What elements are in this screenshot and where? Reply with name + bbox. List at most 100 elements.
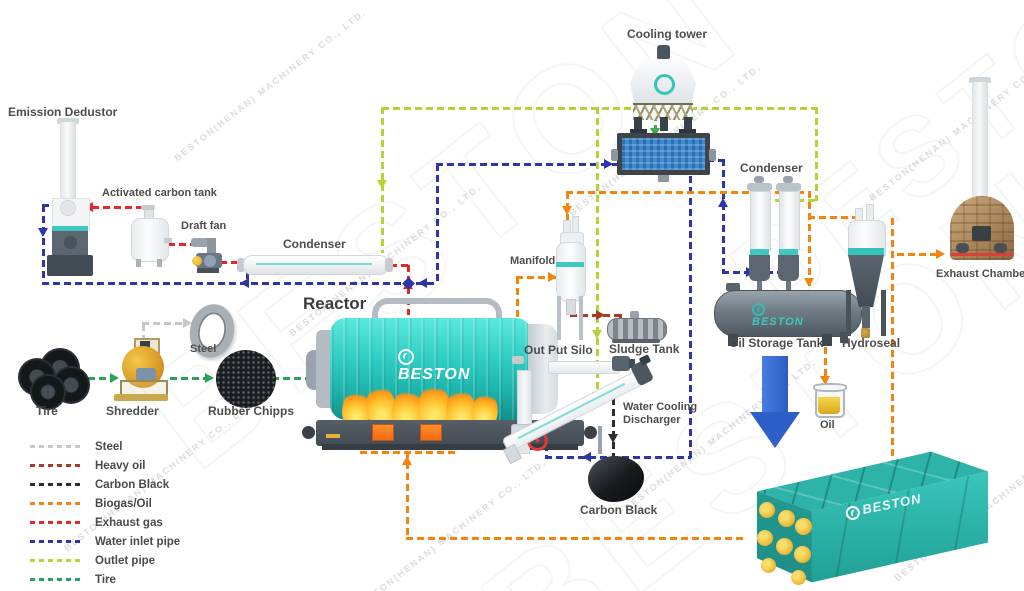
label-manifold: Manifold xyxy=(510,255,556,267)
pipe-tire xyxy=(272,377,312,380)
legend-dash-biogas-oil xyxy=(30,502,82,505)
label-water-cooling-discharger: Discharger xyxy=(623,414,681,426)
arrowhead xyxy=(804,278,814,287)
tower-logo-icon xyxy=(654,74,675,95)
label-exhaust-chamber: Exhaust Chamber xyxy=(936,268,1024,280)
burner-port xyxy=(761,558,776,573)
arrowhead xyxy=(402,456,412,465)
arrowhead xyxy=(582,452,591,462)
legend-label: Carbon Black xyxy=(95,478,170,491)
beston-circle-icon xyxy=(398,348,414,365)
burner-port xyxy=(795,518,812,535)
reactor-beston-logo: BESTON xyxy=(398,348,470,384)
carbon-black-lump xyxy=(588,456,644,502)
arrowhead xyxy=(604,159,613,169)
pipe-tire xyxy=(170,377,208,380)
label-out-put-silo: Out Put Silo xyxy=(524,343,593,357)
label-condenser-right: Condenser xyxy=(740,161,803,175)
arrowhead xyxy=(548,272,557,282)
burner-port xyxy=(791,570,806,585)
pipe-water-inlet xyxy=(436,163,618,166)
pipe-biogas xyxy=(808,191,811,288)
legend-row: Heavy oil xyxy=(30,456,180,475)
legend-row: Biogas/Oil xyxy=(30,494,180,513)
label-oil: Oil xyxy=(820,419,835,431)
pipe-carbon-black xyxy=(612,398,615,456)
label-steel: Steel xyxy=(190,343,217,355)
pipe-water-inlet xyxy=(436,164,439,284)
pyrolysis-machine-product: BESTON xyxy=(745,446,993,588)
burner-port xyxy=(759,502,775,518)
legend-label: Tire xyxy=(95,573,116,586)
legend-row: Water inlet pipe xyxy=(30,532,180,551)
watermark-company: BESTON(HENAN) MACHINERY CO., LTD. xyxy=(172,6,369,164)
label-oil-storage-tank: Oil Storage Tank xyxy=(729,336,824,350)
arrowhead xyxy=(596,310,605,320)
label-condenser-left: Condenser xyxy=(283,237,346,251)
rubber-chipps-pile xyxy=(216,350,276,408)
arrowhead xyxy=(650,128,660,137)
pipe-biogas xyxy=(516,276,558,279)
pipe-exhaust-gas xyxy=(407,265,410,315)
arrowhead xyxy=(240,278,249,288)
burner-port xyxy=(776,538,793,555)
legend-dash-exhaust-gas xyxy=(30,521,82,524)
legend-label: Water inlet pipe xyxy=(95,535,181,548)
legend-label: Heavy oil xyxy=(95,459,146,472)
legend-row: Steel xyxy=(30,437,180,456)
pipe-outlet xyxy=(382,107,818,110)
legend-row: Carbon Black xyxy=(30,475,180,494)
legend-row: Outlet pipe xyxy=(30,551,180,570)
pipe-water-inlet xyxy=(722,159,725,273)
pipe-exhaust-gas xyxy=(168,243,192,246)
legend: Steel Heavy oil Carbon Black Biogas/Oil … xyxy=(30,437,180,589)
pipe-biogas xyxy=(566,191,811,194)
legend-dash-tire xyxy=(30,578,82,581)
arrowhead xyxy=(418,278,427,288)
arrowhead xyxy=(183,318,192,328)
arrowhead xyxy=(592,330,602,339)
label-hydroseal: Hydroseal xyxy=(842,336,901,350)
label-tire: Tire xyxy=(36,404,58,418)
legend-label: Steel xyxy=(95,440,123,453)
label-draft-fan: Draft fan xyxy=(181,220,227,232)
label-reactor: Reactor xyxy=(303,294,367,313)
burner-port xyxy=(794,546,811,563)
arrowhead xyxy=(608,434,618,443)
pipe-biogas xyxy=(824,325,827,385)
beston-circle-icon xyxy=(844,504,861,521)
legend-label: Exhaust gas xyxy=(95,516,163,529)
burner-port xyxy=(757,530,773,546)
pipe-biogas xyxy=(406,451,409,539)
label-sludge-tank: Sludge Tank xyxy=(609,342,680,356)
pipe-biogas xyxy=(897,253,941,256)
legend-dash-steel xyxy=(30,445,82,448)
arrowhead xyxy=(820,376,830,385)
arrowhead xyxy=(205,373,214,383)
arrowhead xyxy=(110,373,119,383)
label-rubber-chipps: Rubber Chipps xyxy=(208,404,294,418)
arrowhead xyxy=(936,249,945,259)
pipe-exhaust-gas xyxy=(92,206,146,209)
pipe-water-inlet xyxy=(42,205,45,285)
pipe-steel xyxy=(142,322,186,325)
burner-port xyxy=(778,510,795,527)
pipe-water-inlet xyxy=(42,282,437,285)
oil-tank-beston-logo: BESTON xyxy=(752,303,804,328)
arrowhead xyxy=(562,206,572,215)
pipe-outlet xyxy=(815,107,818,201)
legend-dash-carbon-black xyxy=(30,483,82,486)
label-cooling-tower: Cooling tower xyxy=(627,27,707,41)
legend-dash-outlet-pipe xyxy=(30,559,82,562)
arrowhead xyxy=(377,180,387,189)
legend-dash-water-inlet xyxy=(30,540,82,543)
legend-dash-heavy-oil xyxy=(30,464,82,467)
beston-circle-icon xyxy=(752,303,765,316)
pipe-water-inlet xyxy=(689,176,692,458)
arrowhead xyxy=(718,198,728,207)
legend-row: Exhaust gas xyxy=(30,513,180,532)
arrowhead xyxy=(38,228,48,237)
legend-row: Tire xyxy=(30,570,180,589)
pipe-water-inlet xyxy=(707,159,725,162)
